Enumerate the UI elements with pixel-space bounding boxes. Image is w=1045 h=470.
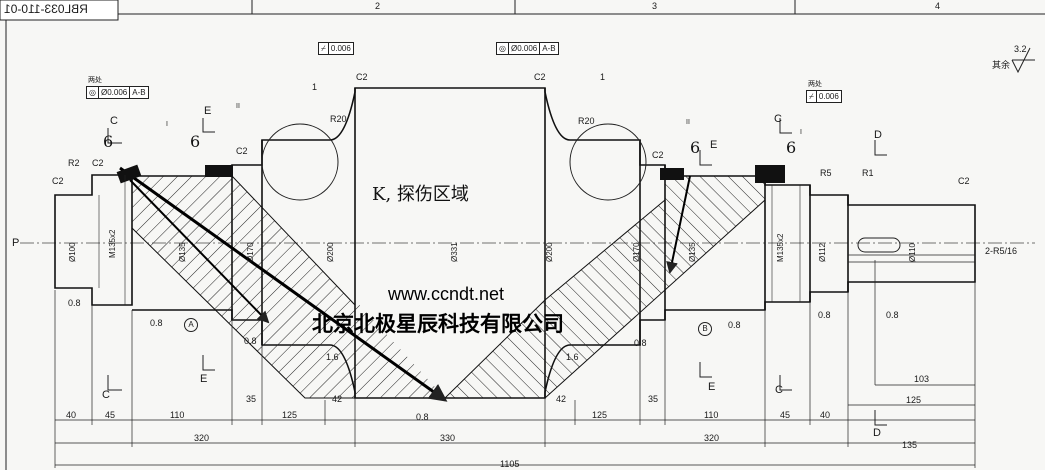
dia-110: Ø110 — [908, 243, 917, 262]
dim-320-right: 320 — [704, 433, 720, 443]
dia-331: Ø331 — [450, 242, 459, 262]
label-p: P — [12, 237, 20, 249]
roughness-7: 0.8 — [818, 310, 831, 320]
handwritten-mark-2: 6 — [190, 132, 201, 151]
detail-1-left: 1 — [312, 82, 318, 92]
runout-icon: ⌿ — [321, 44, 326, 53]
tolerance-right-label: 两处 — [808, 81, 822, 88]
dia-200-left: Ø200 — [326, 242, 335, 262]
roughness-16-left: 1.6 — [326, 352, 339, 362]
radius-r2: R2 — [68, 158, 80, 168]
dim-40-left: 40 — [66, 410, 77, 420]
watermark-url: www.ccndt.net — [388, 284, 505, 304]
radius-r5: R5 — [820, 168, 832, 178]
dim-40-right: 40 — [820, 410, 831, 420]
surface-finish-value: 3.2 — [1014, 44, 1027, 54]
detail-ii-right: II — [686, 119, 690, 126]
concentricity-icon: ◎ — [89, 88, 96, 97]
detail-i-right: I — [800, 129, 802, 136]
chamfer-right: C2 — [652, 150, 664, 160]
inspection-zone-left — [131, 175, 356, 399]
handwritten-mark-1: 6 — [103, 132, 114, 151]
dia-200-right: Ø200 — [545, 242, 554, 262]
tolerance-left-label: 两处 — [88, 77, 102, 84]
dim-110-right: 110 — [704, 410, 719, 420]
dim-103: 103 — [914, 374, 930, 384]
radius-r20-left: R20 — [330, 114, 347, 124]
dim-110-left: 110 — [170, 410, 185, 420]
chamfer-left: C2 — [92, 158, 104, 168]
chamfer-far-left: C2 — [52, 176, 64, 186]
roughness-8: 0.8 — [886, 310, 899, 320]
label-d-bottom: D — [873, 427, 881, 439]
runout-icon: ⌿ — [809, 92, 814, 101]
chamfer-center-left: C2 — [236, 146, 248, 156]
radius-r1: R1 — [862, 168, 874, 178]
dia-170-left: Ø170 — [246, 242, 255, 262]
dia-112: Ø112 — [818, 243, 827, 262]
dim-45-left: 45 — [105, 410, 116, 420]
label-c-left-bottom: C — [102, 389, 110, 401]
label-e-left-top: E — [204, 105, 212, 117]
label-e-right-top: E — [710, 139, 718, 151]
roughness-2: 0.8 — [150, 318, 163, 328]
dim-45-right: 45 — [780, 410, 791, 420]
chamfer-center-right: C2 — [534, 72, 546, 82]
dim-125-far: 125 — [906, 395, 922, 405]
dia-100: Ø100 — [68, 242, 77, 262]
surface-finish-note: 其余 — [992, 60, 1011, 70]
dim-135: 135 — [902, 440, 918, 450]
dim-35-right: 35 — [648, 394, 659, 404]
dim-330: 330 — [440, 433, 456, 443]
handwritten-mark-3: 6 — [690, 138, 701, 157]
datum-a: A — [184, 318, 198, 332]
label-c-right-bottom: C — [775, 384, 783, 396]
zone-3: 3 — [652, 1, 658, 11]
dim-1105: 1105 — [500, 459, 520, 469]
datum-b: B — [698, 322, 712, 336]
tolerance-frame-top-left: ⌿0.006 — [318, 42, 354, 55]
detail-i-left: I — [166, 121, 168, 128]
zone-2: 2 — [375, 1, 381, 11]
roughness-6: 0.8 — [728, 320, 741, 330]
thread-m135-right: M135x2 — [776, 233, 785, 262]
label-c-right-top: C — [774, 113, 782, 125]
dim-320-left: 320 — [194, 433, 210, 443]
label-e-right-bottom: E — [708, 381, 716, 393]
dim-42-left: 42 — [332, 394, 343, 404]
roughness-4: 0.8 — [416, 412, 429, 422]
thread-m135-left: M135x2 — [108, 229, 117, 258]
drawing-number: RBL033-110-01 — [4, 2, 88, 16]
tolerance-frame-right: ⌿0.006 — [806, 90, 842, 103]
dia-135-right: Ø135 — [688, 242, 697, 262]
roughness-16-right: 1.6 — [566, 352, 579, 362]
roughness-5: 0.8 — [634, 338, 647, 348]
concentricity-icon: ◎ — [499, 44, 506, 53]
label-c-left-top: C — [110, 115, 118, 127]
chamfer-center-top: C2 — [356, 72, 368, 82]
dim-125-left: 125 — [282, 410, 298, 420]
detail-ii-left: II — [236, 103, 240, 110]
dim-35-left: 35 — [246, 394, 257, 404]
chamfer-far-right: C2 — [958, 176, 970, 186]
dim-42-right: 42 — [556, 394, 567, 404]
roughness-3: 0.8 — [244, 336, 257, 346]
dia-170-right: Ø170 — [632, 242, 641, 262]
handwritten-note: K, 探伤区域 — [372, 184, 469, 205]
label-d-top: D — [874, 129, 882, 141]
handwritten-mark-4: 6 — [786, 138, 797, 157]
label-e-left-bottom: E — [200, 373, 208, 385]
dim-125-right: 125 — [592, 410, 608, 420]
detail-1-right: 1 — [600, 72, 606, 82]
watermark-company: 北京北极星辰科技有限公司 — [312, 313, 564, 336]
zone-4: 4 — [935, 1, 941, 11]
radius-r20-right: R20 — [578, 116, 595, 126]
keyway-label: 2-R5/16 — [985, 246, 1018, 256]
dia-135-left: Ø135 — [178, 242, 187, 262]
roughness-1: 0.8 — [68, 298, 81, 308]
